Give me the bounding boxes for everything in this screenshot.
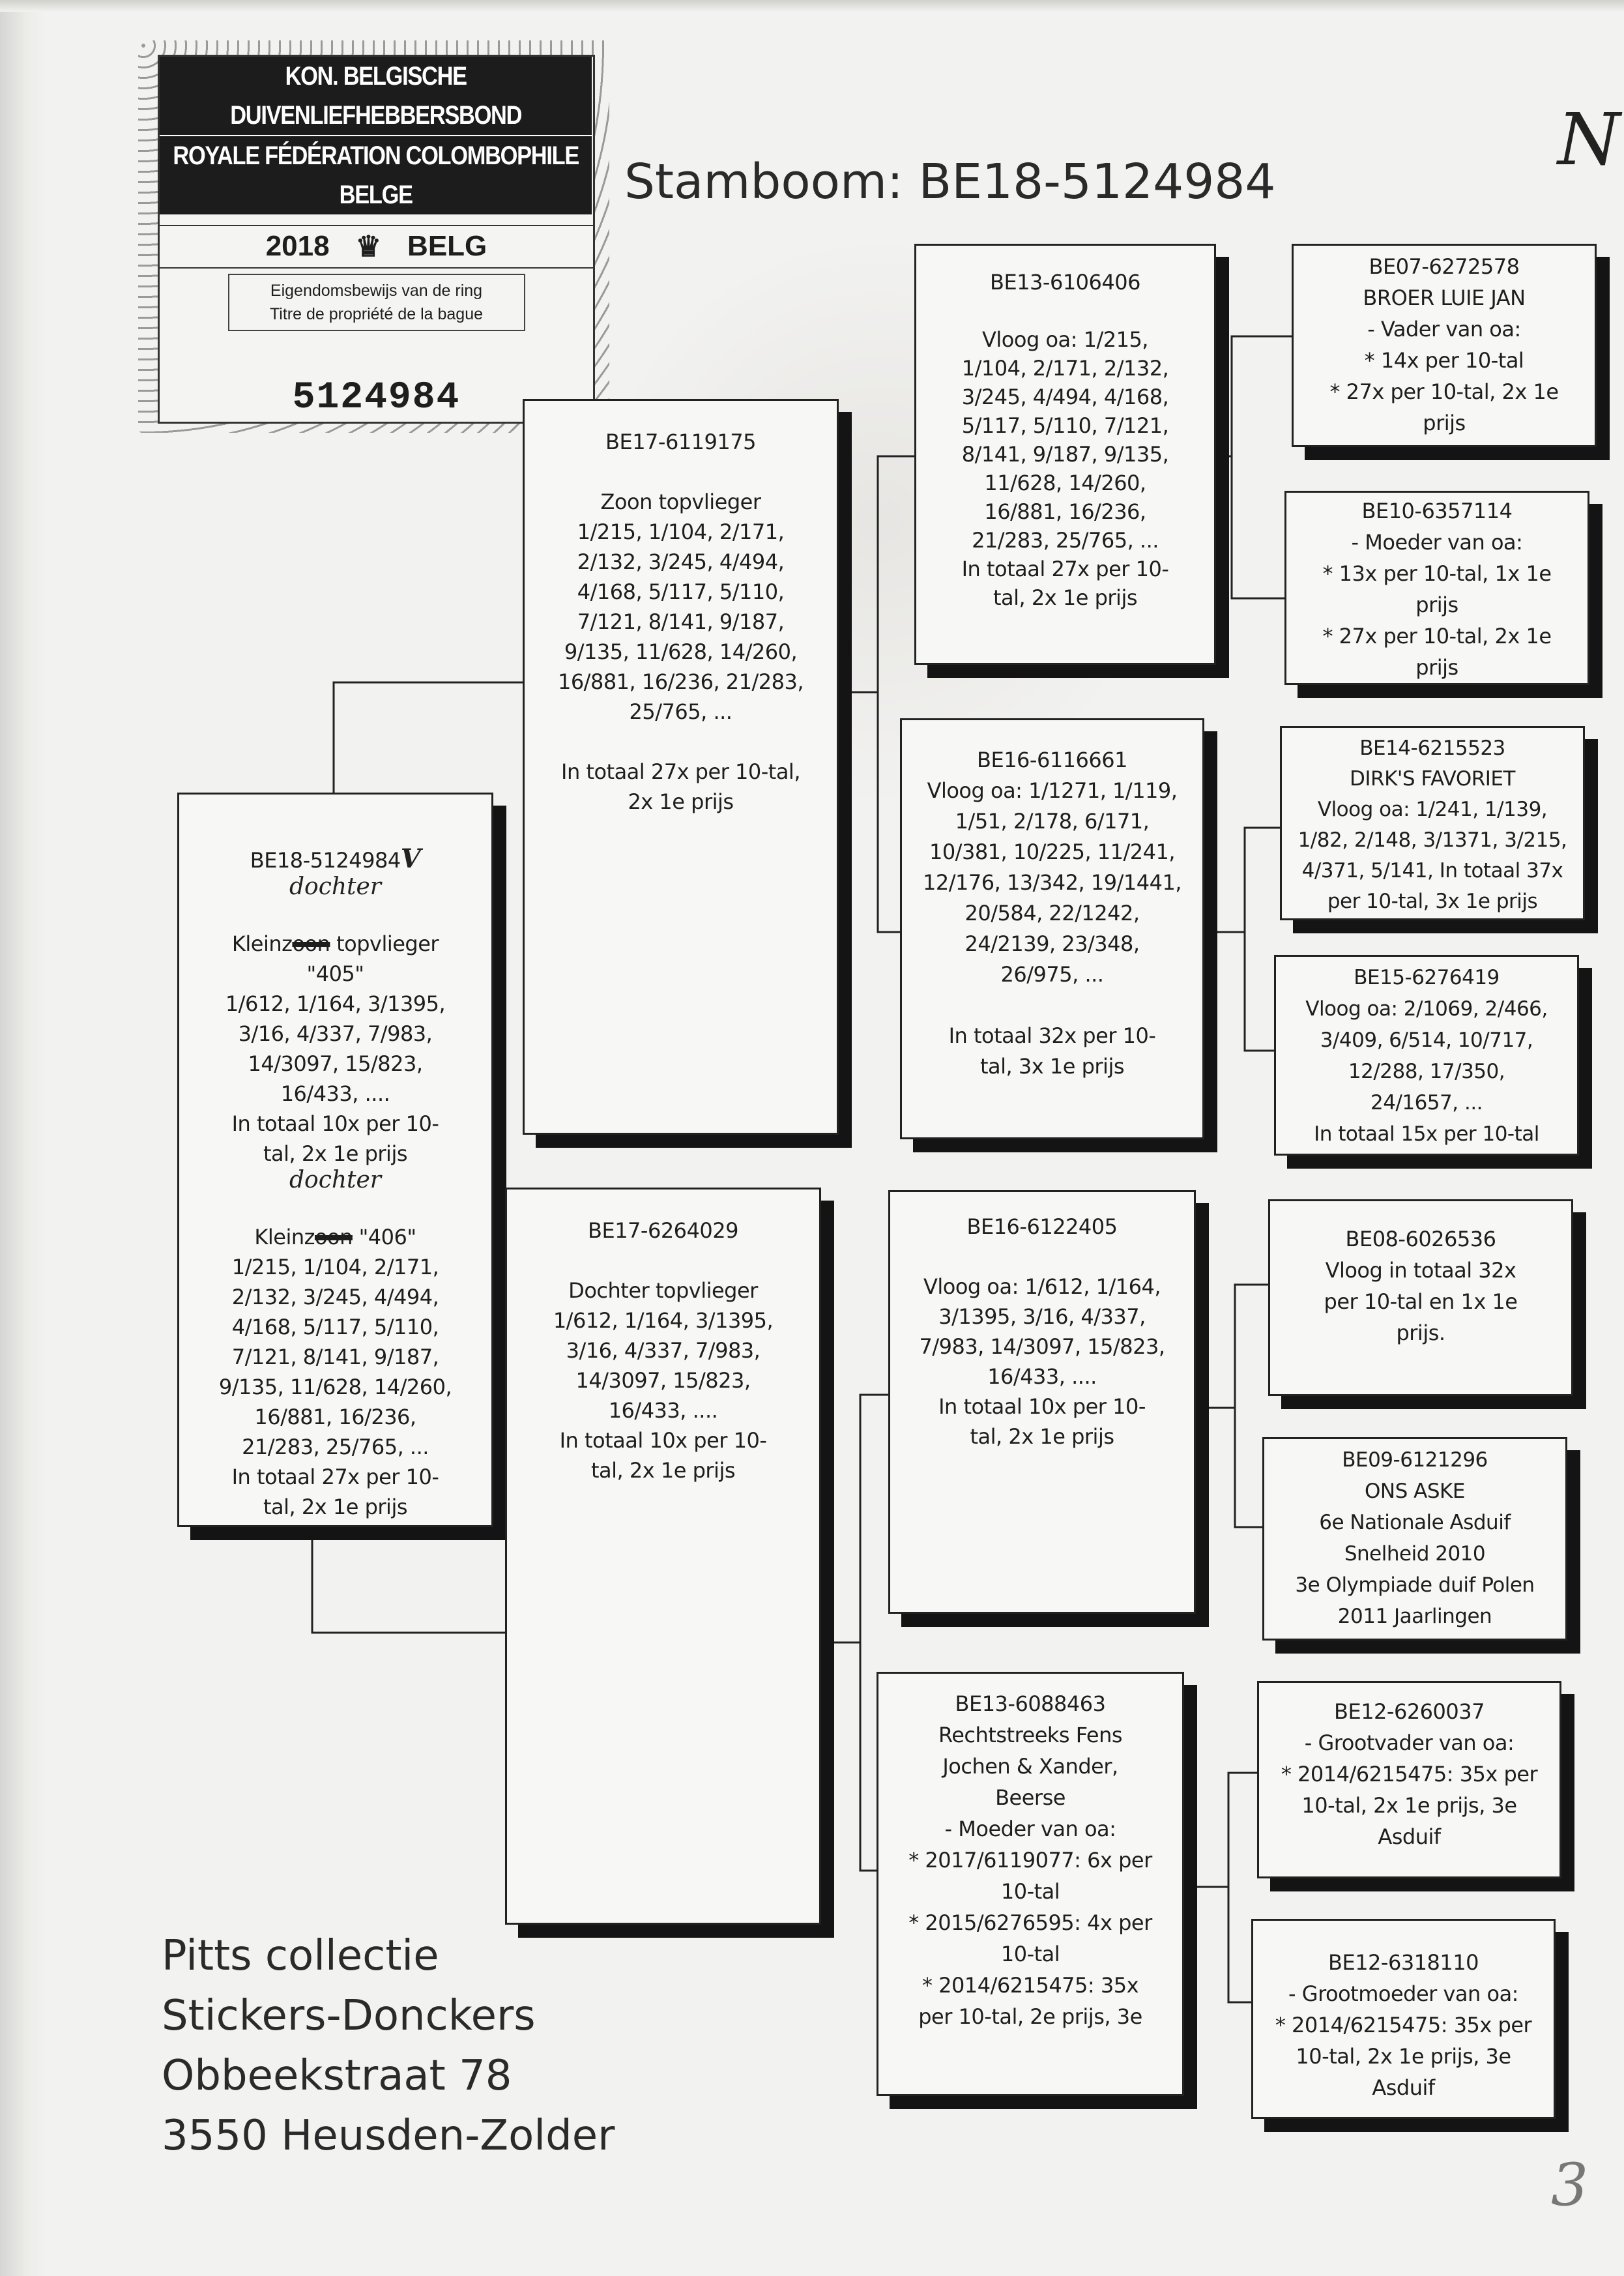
stamp-sub-nl: Eigendomsbewijs van de ring: [270, 282, 483, 300]
granddam-maternal-box: BE13-6088463 Rechtstreeks Fens Jochen & …: [877, 1672, 1184, 2096]
great-grandparent-box-2: BE10-6357114 - Moeder van oa: * 13x per …: [1284, 491, 1589, 685]
handwritten-correction: dochter: [289, 873, 382, 900]
subject-description-405: Kleinzoon topvlieger: [179, 899, 491, 959]
plastic-sleeve-edge: [0, 0, 46, 2276]
connector-subject-dam: [311, 1527, 505, 1634]
handwritten-corner-mark: N: [1558, 98, 1621, 181]
great-grandparent-box-8: BE12-6318110 - Grootmoeder van oa: * 201…: [1251, 1919, 1556, 2119]
connector-gs2-ggp2: [1234, 1408, 1262, 1528]
ring-ownership-stamp: KON. BELGISCHE DUIVENLIEFHEBBERSBOND ROY…: [138, 40, 609, 433]
dam-box: BE17-6264029 Dochter topvlieger 1/612, 1…: [505, 1188, 821, 1925]
great-grandparent-text: BE12-6260037 - Grootvader van oa: * 2014…: [1281, 1699, 1538, 1849]
great-grandparent-box-6: BE09-6121296 ONS ASKE 6e Nationale Asdui…: [1262, 1437, 1567, 1641]
handwritten-correction: dochter: [289, 1167, 382, 1193]
text-part: topvlieger: [330, 931, 439, 956]
grandsire-maternal-text: BE16-6122405 Vloog oa: 1/612, 1/164, 3/1…: [919, 1214, 1165, 1449]
connector-gs2-ggp: [1196, 1283, 1268, 1409]
granddam-paternal-box: BE16-6116661 Vloog oa: 1/1271, 1/119, 1/…: [900, 718, 1204, 1139]
sire-text: BE17-6119175 Zoon topvlieger 1/215, 1/10…: [557, 430, 804, 814]
great-grandparent-box-7: BE12-6260037 - Grootvader van oa: * 2014…: [1257, 1681, 1561, 1878]
page-top-edge: [0, 0, 1624, 12]
great-grandparent-text: BE12-6318110 - Grootmoeder van oa: * 201…: [1275, 1950, 1532, 2100]
connector-gd1-ggp: [1204, 826, 1280, 933]
grandsire-paternal-box: BE13-6106406 Vloog oa: 1/215, 1/104, 2/1…: [914, 244, 1216, 665]
connector-dam-gs2: [821, 1393, 888, 1644]
grandsire-paternal-text: BE13-6106406 Vloog oa: 1/215, 1/104, 2/1…: [961, 270, 1169, 610]
page-title: Stamboom: BE18-5124984: [624, 154, 1276, 210]
connector-dam-gd2: [859, 1642, 877, 1872]
sire-box: BE17-6119175 Zoon topvlieger 1/215, 1/10…: [523, 399, 839, 1135]
great-grandparent-box-1: BE07-6272578 BROER LUIE JAN - Vader van …: [1292, 244, 1597, 447]
stamp-sub-fr: Titre de propriété de la bague: [269, 305, 484, 323]
connector-gd2-ggp: [1184, 1772, 1257, 1888]
great-grandparent-box-4: BE15-6276419 Vloog oa: 2/1069, 2/466, 3/…: [1274, 955, 1579, 1156]
ring-number: 5124984: [292, 377, 461, 419]
connector-gd2-ggp2: [1227, 1887, 1251, 2004]
handwritten-check-mark: V: [400, 843, 421, 874]
crown-icon: ♛: [355, 231, 382, 263]
stamp-country: BELG: [407, 230, 487, 262]
stamp-subtitle: Eigendomsbewijs van de ring Titre de pro…: [227, 274, 525, 331]
struck-text: oon: [292, 931, 330, 956]
text-part: "406": [352, 1225, 417, 1249]
text-part: Kleinz: [231, 931, 293, 956]
subject-results-406: 1/215, 1/104, 2/171, 2/132, 3/245, 4/494…: [218, 1255, 452, 1519]
connector-gs1-ggp2: [1230, 456, 1284, 600]
great-grandparent-text: BE09-6121296 ONS ASKE 6e Nationale Asdui…: [1295, 1448, 1535, 1628]
great-grandparent-text: BE10-6357114 - Moeder van oa: * 13x per …: [1322, 499, 1552, 680]
subject-id: BE18-5124984V: [179, 814, 491, 875]
great-grandparent-text: BE07-6272578 BROER LUIE JAN - Vader van …: [1329, 254, 1559, 435]
connector-subject-sire: [332, 681, 523, 793]
great-grandparent-box-5: BE08-6026536 Vloog in totaal 32x per 10-…: [1268, 1199, 1573, 1396]
connector-gd1-ggp2: [1243, 932, 1274, 1052]
connector-sire-gd1: [877, 692, 900, 933]
great-grandparent-text: BE14-6215523 DIRK'S FAVORIET Vloog oa: 1…: [1298, 737, 1567, 913]
stamp-federation-nl: KON. BELGISCHE DUIVENLIEFHEBBERSBOND: [160, 57, 592, 135]
stamp-federation-fr: ROYALE FÉDÉRATION COLOMBOPHILE BELGE: [160, 135, 592, 214]
great-grandparent-box-3: BE14-6215523 DIRK'S FAVORIET Vloog oa: 1…: [1280, 726, 1585, 920]
subject-description-406: Kleinzoon "406": [179, 1192, 491, 1252]
connector-sire-gs1: [839, 455, 914, 693]
subject-results-405: "405" 1/612, 1/164, 3/1395, 3/16, 4/337,…: [225, 961, 446, 1166]
granddam-maternal-text: BE13-6088463 Rechtstreeks Fens Jochen & …: [908, 1691, 1152, 2029]
granddam-paternal-text: BE16-6116661 Vloog oa: 1/1271, 1/119, 1/…: [923, 748, 1182, 1079]
subject-pigeon-box: BE18-5124984V dochter Kleinzoon topvlieg…: [177, 793, 493, 1527]
grandsire-maternal-box: BE16-6122405 Vloog oa: 1/612, 1/164, 3/1…: [888, 1190, 1196, 1614]
subject-ring-id: BE18-5124984: [250, 848, 401, 873]
connector-gs1-ggp: [1216, 335, 1292, 458]
dam-text: BE17-6264029 Dochter topvlieger 1/612, 1…: [553, 1218, 774, 1483]
text-part: Kleinz: [254, 1225, 315, 1249]
great-grandparent-text: BE15-6276419 Vloog oa: 2/1069, 2/466, 3/…: [1305, 966, 1548, 1146]
great-grandparent-text: BE08-6026536 Vloog in totaal 32x per 10-…: [1324, 1227, 1518, 1345]
breeder-address: Pitts collectie Stickers-Donckers Obbeek…: [162, 1932, 615, 2160]
handwritten-page-number: 3: [1551, 2151, 1589, 2219]
struck-text: oon: [314, 1225, 353, 1249]
stamp-year: 2018: [265, 230, 330, 262]
